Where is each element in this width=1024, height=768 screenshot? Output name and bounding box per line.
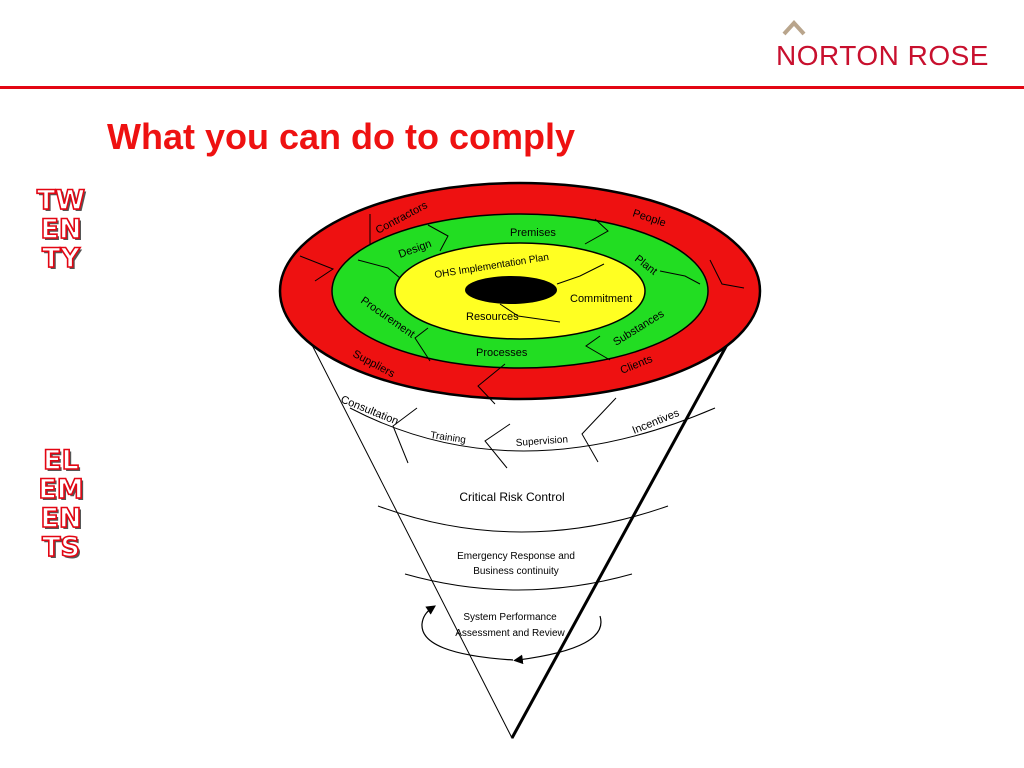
header-divider <box>0 86 1024 89</box>
middle-ring-divider <box>585 335 611 361</box>
inner-ring-label: Resources <box>466 311 519 323</box>
funnel-label: Supervision <box>515 434 568 449</box>
norton-rose-logo: NORTON ROSE <box>770 20 1010 71</box>
funnel-band-divider <box>377 505 669 533</box>
middle-ring-divider <box>414 327 431 362</box>
middle-ring-divider <box>427 224 449 252</box>
vertical-word-twenty: TWENTY <box>36 185 86 274</box>
funnel-label: Critical Risk Control <box>459 490 564 504</box>
funnel-label: Emergency Response and <box>457 551 575 562</box>
chevron-logo-icon <box>782 20 806 36</box>
funnel-segment-divider <box>484 423 511 469</box>
brand-name: NORTON ROSE <box>776 40 989 71</box>
outer-ring-divider <box>299 255 335 282</box>
middle-ring-label: Premises <box>510 227 556 239</box>
funnel-label: Training <box>430 430 467 446</box>
rotation-arrow-tail <box>513 615 602 665</box>
funnel-label: Assessment and Review <box>455 628 565 639</box>
funnel-band-divider <box>404 573 633 591</box>
middle-ring-divider <box>357 259 401 279</box>
funnel-segment-divider <box>581 397 617 463</box>
vertical-word-elements: ELEMENTS <box>38 445 85 563</box>
middle-ring-divider <box>659 270 701 285</box>
inner-ring-divider <box>499 303 561 323</box>
compliance-funnel-diagram: Contractors People Plant Clients Supplie… <box>278 181 762 740</box>
outer-ring-divider <box>709 259 745 289</box>
middle-ring-label: Processes <box>476 347 528 359</box>
page-title: What you can do to comply <box>107 116 576 157</box>
funnel-band-divider <box>349 407 716 452</box>
middle-ring-divider <box>584 218 609 245</box>
inner-ring-label: Commitment <box>570 293 632 305</box>
funnel-segment-divider <box>392 407 418 464</box>
core-black <box>465 276 557 304</box>
inner-ring-divider <box>556 263 605 285</box>
funnel-label: Business continuity <box>473 566 559 577</box>
outer-ring-divider <box>477 363 506 405</box>
rotation-arrow-icon <box>421 605 514 661</box>
funnel-label: System Performance <box>463 612 557 623</box>
